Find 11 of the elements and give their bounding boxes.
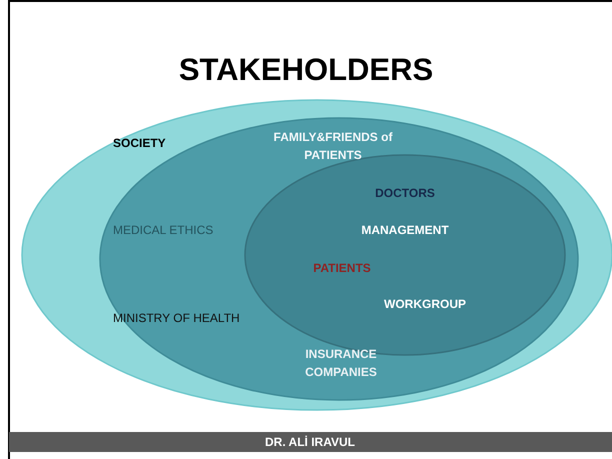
stakeholder-label: INSURANCE COMPANIES — [304, 346, 378, 381]
stakeholder-label: FAMILY&FRIENDS of PATIENTS — [272, 129, 394, 164]
stakeholder-label: MEDICAL ETHICS — [113, 222, 214, 239]
title: STAKEHOLDERS — [178, 52, 434, 88]
stakeholder-label: PATIENTS — [313, 260, 371, 277]
stakeholder-label: MANAGEMENT — [361, 222, 449, 239]
stakeholder-label: WORKGROUP — [384, 296, 466, 313]
stakeholder-label: DOCTORS — [375, 185, 435, 202]
author-name: DR. ALİ IRAVUL — [264, 434, 356, 450]
stakeholder-label: MINISTRY OF HEALTH — [113, 310, 240, 327]
stakeholder-label: SOCIETY — [113, 135, 166, 152]
